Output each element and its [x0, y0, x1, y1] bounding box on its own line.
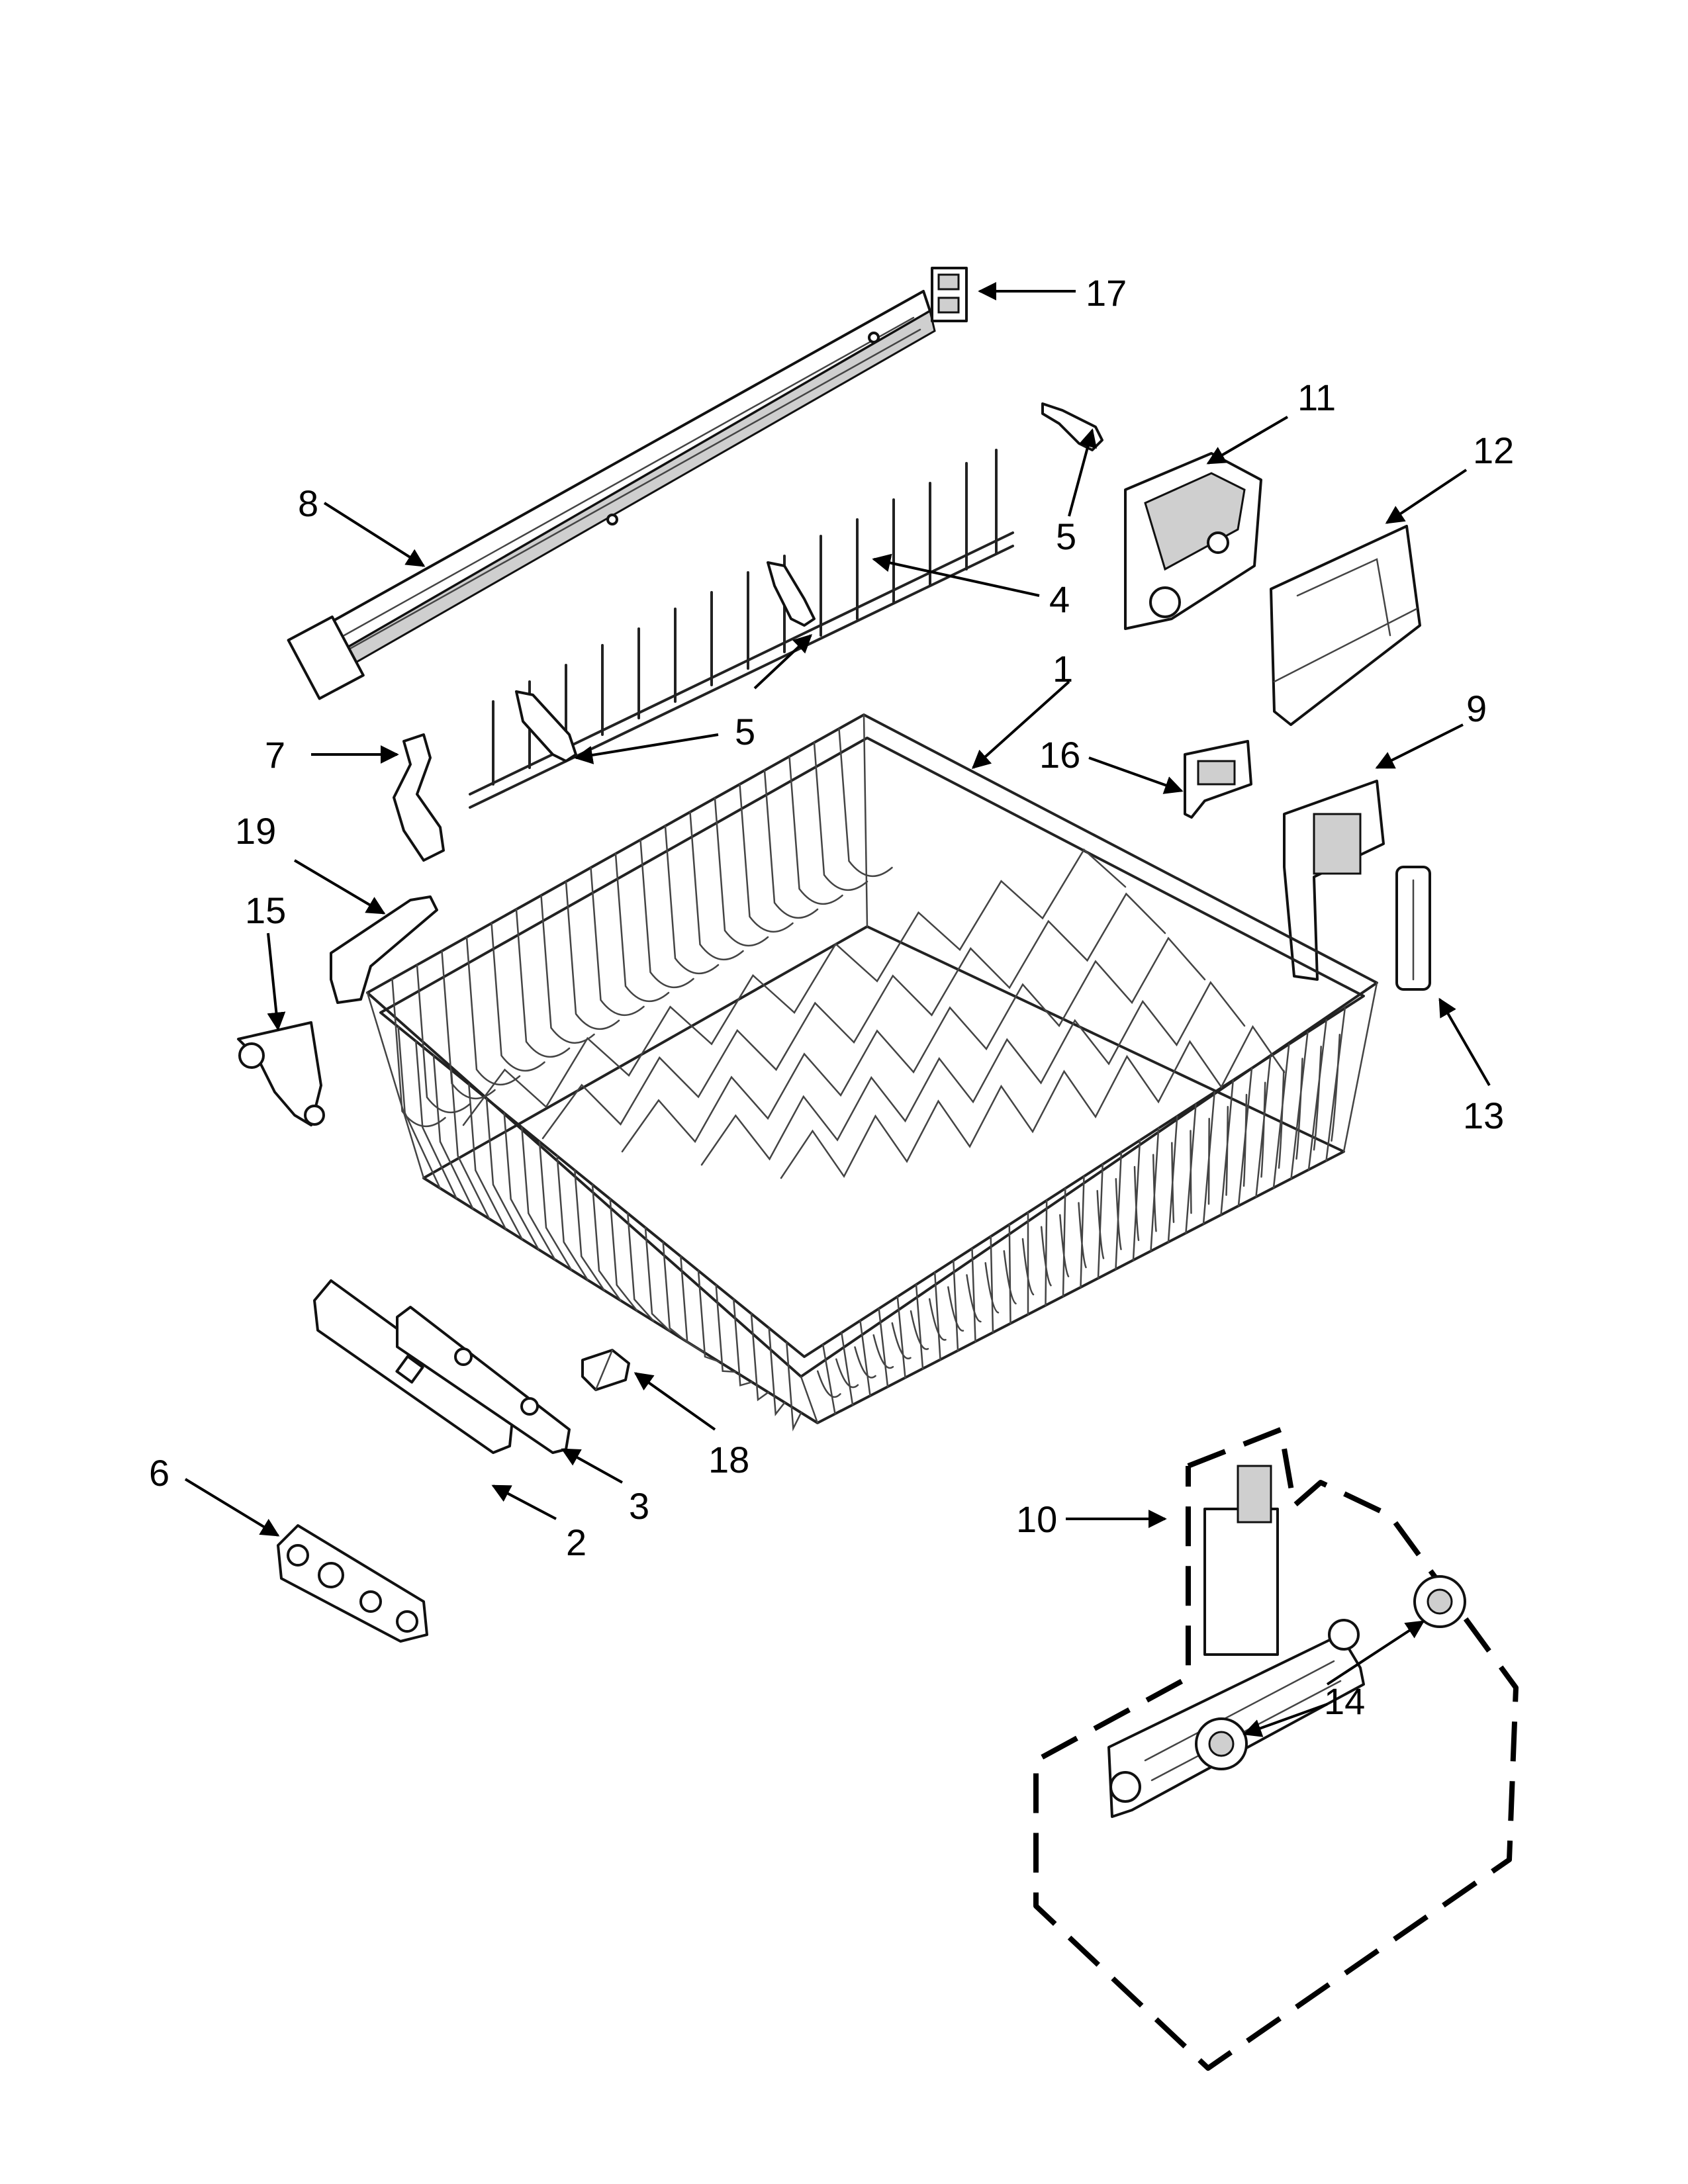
callout-18: 18 — [708, 1439, 749, 1480]
part-12-panel — [1270, 525, 1421, 726]
callout-5-lower: 5 — [735, 711, 755, 752]
part-14-wheels — [1195, 1575, 1466, 1770]
callout-9: 9 — [1466, 688, 1487, 729]
callout-19: 19 — [235, 810, 276, 852]
callout-16: 16 — [1039, 734, 1080, 776]
part-17-clip — [931, 267, 968, 322]
callout-1: 1 — [1053, 648, 1073, 690]
part-15-hinge — [237, 1021, 325, 1126]
callout-17: 17 — [1086, 272, 1127, 314]
callout-13: 13 — [1463, 1095, 1504, 1136]
callout-11: 11 — [1297, 377, 1336, 418]
callout-6: 6 — [149, 1452, 169, 1494]
callout-3: 3 — [629, 1485, 649, 1527]
part-5-clip-lower-b — [515, 690, 577, 762]
part-1-dishrack — [366, 713, 1378, 1432]
part-7-clip — [393, 733, 445, 862]
callout-8: 8 — [298, 482, 318, 524]
part-6-bracket — [277, 1524, 428, 1643]
part-19-clip — [330, 895, 438, 1004]
callout-10: 10 — [1016, 1498, 1057, 1540]
callout-14: 14 — [1324, 1680, 1365, 1722]
part-18-screw — [581, 1349, 630, 1391]
callout-12: 12 — [1473, 430, 1514, 471]
part-11-bracket — [1124, 452, 1262, 630]
callout-15: 15 — [245, 889, 286, 931]
callout-5-upper: 5 — [1056, 516, 1076, 557]
callout-labels: 17 11 5 4 12 8 1 5 16 9 7 19 15 13 18 3 … — [149, 272, 1514, 1722]
callout-2: 2 — [566, 1522, 586, 1563]
part-16-clip — [1184, 740, 1252, 819]
part-5-clip-upper — [1041, 402, 1103, 451]
part-10-adjuster-assembly — [1033, 1427, 1519, 2071]
callout-4: 4 — [1049, 578, 1070, 620]
part-8-rack-rail — [287, 290, 936, 700]
leader-lines — [184, 282, 1491, 1737]
part-13-adjuster — [1395, 866, 1431, 991]
callout-7: 7 — [265, 734, 285, 776]
part-5-clip-lower-a — [767, 561, 816, 627]
part-9-bracket — [1283, 780, 1385, 981]
part-2-handle-cover — [313, 1279, 514, 1454]
